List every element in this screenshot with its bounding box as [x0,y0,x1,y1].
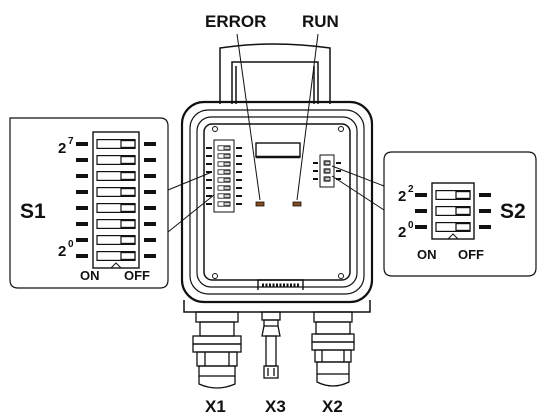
screw-icon [212,273,218,279]
s1-off-label: OFF [124,268,150,283]
switch-slider [223,178,231,182]
screw-icon [212,126,218,132]
s2-msb-base: 2 [398,188,406,205]
error-label: ERROR [205,12,266,31]
s2-off-label: OFF [458,247,484,262]
switch-slider [223,186,231,190]
switch-slider [120,172,136,181]
switch-slider [223,154,231,158]
switch-slider [223,146,231,150]
switch-slider [324,161,331,165]
s2-switch-large [415,182,491,240]
x3-connector [261,311,281,379]
switch-indicator [447,233,459,240]
s1-switch-small [206,139,242,213]
screw-icon [338,273,344,279]
switch-slider [324,177,331,181]
error-leader-line [236,33,261,201]
run-label: RUN [302,12,339,31]
s1-lsb-exponent: 0 [68,239,74,250]
switch-slider [223,162,231,166]
switch-slider [120,156,136,165]
error-led [255,201,265,207]
switch-slider [455,207,471,216]
s1-on-label: ON [80,268,100,283]
switch-slider [120,220,136,229]
switch-slider [324,169,331,173]
s2-label: S2 [500,200,526,223]
s1-msb-exponent: 7 [68,136,74,147]
s2-lsb-exponent: 0 [408,220,414,231]
run-led [292,201,302,207]
s1-lsb-base: 2 [58,243,66,260]
switch-slider [223,170,231,174]
dip-switch-body [92,131,140,269]
s2-msb-exponent: 2 [408,184,414,195]
switch-slider [120,140,136,149]
s1-label: S1 [20,200,46,223]
switch-slider [120,188,136,197]
switch-slider [223,202,231,206]
housing-body [180,100,374,304]
switch-slider [120,204,136,213]
switch-indicator [110,262,122,269]
s2-on-label: ON [417,247,437,262]
x1-label: X1 [205,397,226,416]
screw-icon [338,126,344,132]
x1-connector [192,311,242,389]
switch-slider [455,223,471,232]
x2-label: X2 [322,397,343,416]
switch-slider [120,252,136,261]
internal-connector [257,279,304,290]
switch-slider [455,191,471,200]
s2-switch-small [313,154,341,188]
s2-lsb-base: 2 [398,224,406,241]
run-leader-line [296,33,319,201]
s1-switch-large [76,131,156,269]
housing-top-cap [219,43,331,104]
dip-switch-body [213,139,235,213]
s1-msb-base: 2 [58,140,66,157]
switch-slider [120,236,136,245]
label-plate [255,142,301,158]
x3-label: X3 [265,397,286,416]
switch-slider [223,194,231,198]
x2-connector [311,311,355,387]
